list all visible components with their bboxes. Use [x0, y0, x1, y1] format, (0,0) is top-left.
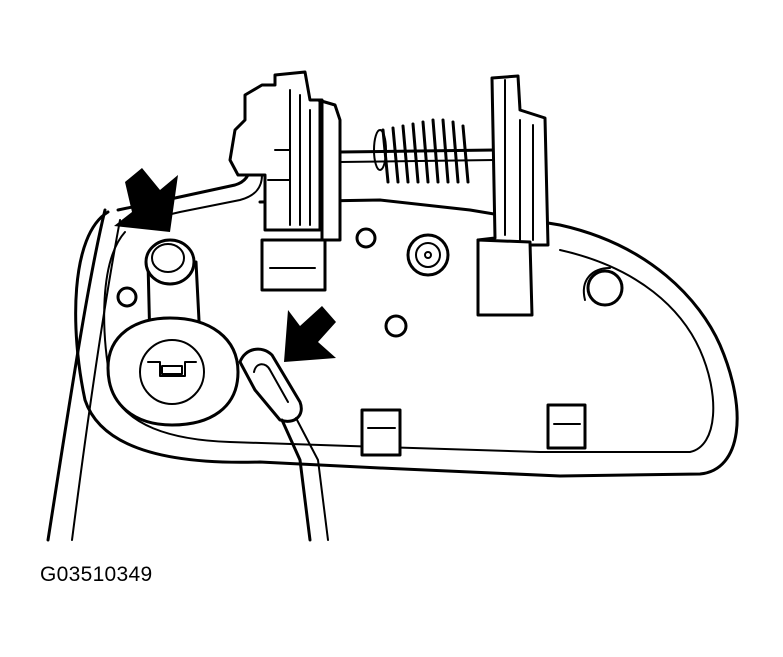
mount-boss-right-rim [582, 267, 611, 301]
latch-bracket-detail [267, 89, 311, 226]
lower-cable [280, 418, 312, 542]
mount-hole-center-top [355, 227, 377, 249]
arrow-center [284, 306, 336, 362]
figure-code: G03510349 [40, 563, 153, 586]
coil-spring [373, 118, 470, 184]
latch-bracket-right [476, 74, 550, 260]
handle-housing-inner [103, 231, 715, 453]
handle-housing-outline [74, 198, 739, 478]
control-rod-left-inner [71, 219, 121, 541]
cable-connector-inner [253, 363, 289, 403]
right-bracket-detail [504, 79, 534, 241]
pivot-boss [406, 233, 450, 277]
lower-cable-inner [295, 417, 329, 541]
lock-cylinder [106, 316, 240, 427]
latch-plate [316, 98, 342, 242]
arrow-upper-left [114, 168, 178, 232]
mount-hole-center [384, 314, 408, 338]
lock-lever-knob [144, 238, 196, 286]
bottom-tab-left [360, 408, 402, 457]
spring-rod [338, 148, 497, 154]
latch-lever-block [260, 238, 327, 292]
mount-boss-right [586, 269, 624, 307]
right-tab [476, 238, 534, 317]
control-rod-left [46, 208, 107, 542]
upper-cable-inner [124, 174, 263, 226]
bottom-tab-right [546, 403, 587, 450]
mount-hole-left [116, 286, 138, 308]
